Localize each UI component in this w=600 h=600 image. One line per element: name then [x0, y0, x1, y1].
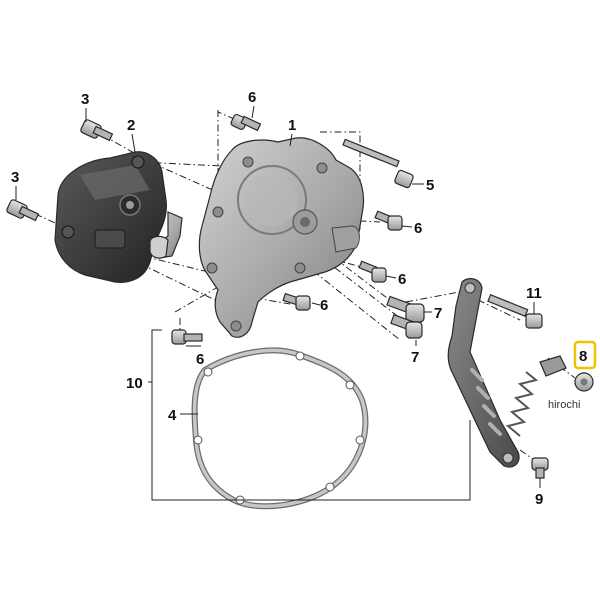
- callout-8-highlighted: 8: [573, 340, 597, 370]
- bolt-6-right-upper: [374, 210, 403, 231]
- callout-11: 11: [526, 285, 542, 302]
- kit-bracket-10: [151, 329, 471, 501]
- callout-9: 9: [535, 491, 543, 508]
- callout-7-upper: 7: [434, 305, 442, 322]
- callout-2: 2: [127, 117, 135, 134]
- callout-8: 8: [579, 348, 587, 365]
- long-bolt-5: [342, 138, 414, 189]
- callout-1: 1: [288, 117, 296, 134]
- clip-bracket-part: [149, 211, 183, 259]
- bolt-6-top: [230, 113, 262, 132]
- bolt-6-bottom: [171, 329, 203, 345]
- callout-3-top: 3: [81, 91, 89, 108]
- bolt-3b: [6, 199, 40, 222]
- callout-leaders: [15, 105, 541, 488]
- callout-8-highlight-box: [573, 340, 597, 370]
- callout-6-right-upper: 6: [414, 220, 422, 237]
- gasket-part: [191, 347, 369, 510]
- bolt-6-center: [282, 292, 311, 311]
- callout-labels: 1 2 3 3 4 5 6 6 6 6 6 7 7 9 10 11: [11, 89, 543, 508]
- callout-6-top: 6: [248, 89, 256, 106]
- callout-7-lower: 7: [411, 349, 419, 366]
- bolt-3a: [80, 119, 114, 142]
- bolt-9: [531, 457, 549, 479]
- callout-6-center: 6: [320, 297, 328, 314]
- actuator-housing-part: [54, 151, 167, 283]
- callout-6-bottom: 6: [196, 351, 204, 368]
- callout-10: 10: [126, 375, 143, 392]
- callout-3-left: 3: [11, 169, 19, 186]
- callout-4: 4: [168, 407, 177, 424]
- washer-8: [574, 372, 594, 392]
- callout-6-right-lower: 6: [398, 271, 406, 288]
- bolt-6-right-lower: [358, 260, 387, 283]
- callout-5: 5: [426, 177, 434, 194]
- main-cover-part: [198, 137, 365, 338]
- watermark-text: hirochi: [548, 399, 580, 411]
- bolt-7-lower: [390, 314, 423, 339]
- shift-lever-part: [447, 278, 567, 468]
